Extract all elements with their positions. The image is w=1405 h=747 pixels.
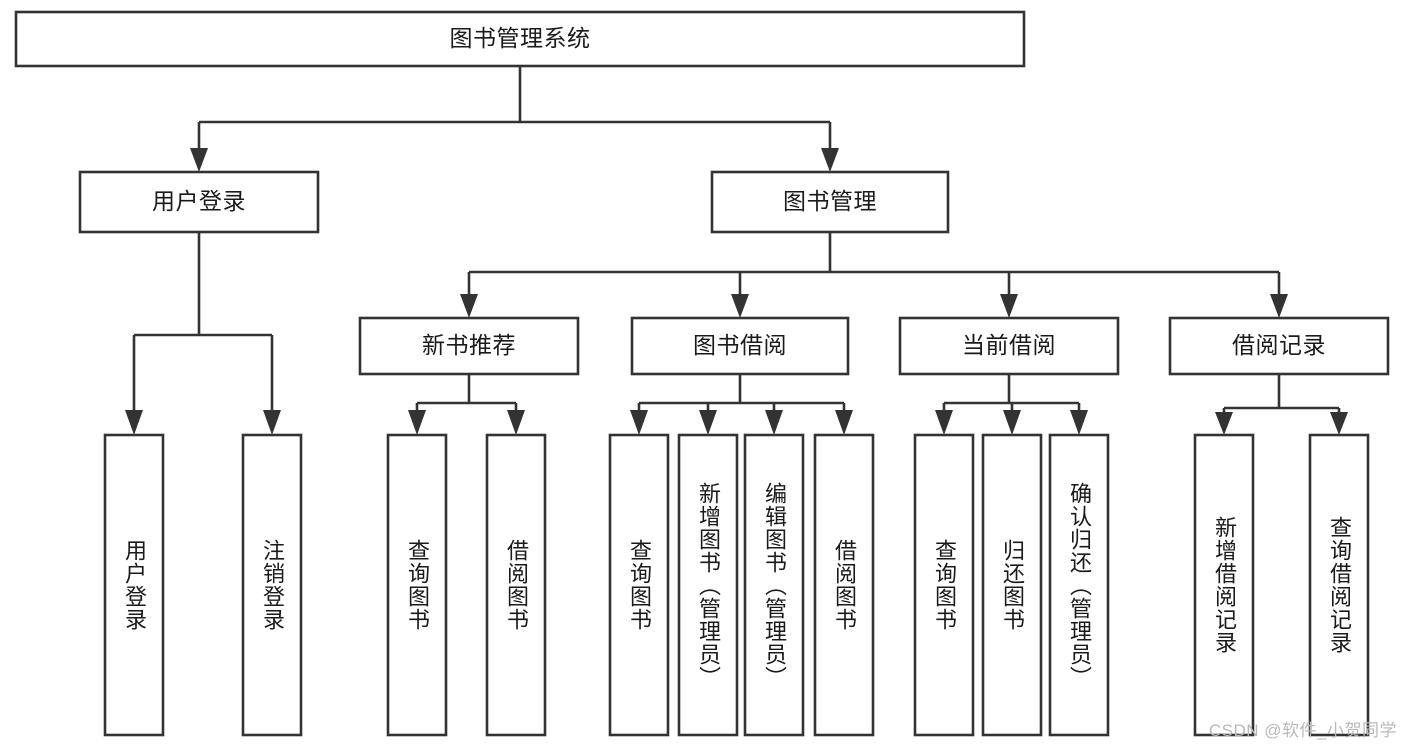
node-box-leaf-logout[interactable] bbox=[241, 433, 303, 737]
arrow-head-book-mgmt bbox=[821, 148, 839, 172]
node-box-leaf-query-book-3[interactable] bbox=[913, 433, 975, 737]
arrow-head-current-borrow bbox=[1000, 294, 1018, 318]
csdn-watermark: CSDN @软件_小贺同学 bbox=[1208, 721, 1397, 740]
node-box-leaf-edit-book[interactable] bbox=[743, 433, 805, 737]
arrow-head-book-borrow bbox=[731, 294, 749, 318]
arrow-head-user-login bbox=[190, 148, 208, 172]
connector-group-new-book-rec bbox=[408, 374, 525, 435]
arrow-head-leaf-borrow-book-2 bbox=[835, 410, 853, 435]
node-box-leaf-confirm-return[interactable] bbox=[1048, 433, 1110, 737]
node-box-leaf-add-record[interactable] bbox=[1193, 433, 1255, 737]
arrow-head-leaf-borrow-book-1 bbox=[507, 410, 525, 435]
arrow-head-leaf-query-book-3 bbox=[935, 410, 953, 435]
node-box-leaf-query-book-1[interactable] bbox=[386, 433, 448, 737]
node-box-book-mgmt[interactable] bbox=[710, 170, 950, 234]
node-box-borrow-record[interactable] bbox=[1168, 316, 1390, 376]
connector-group-borrow-record bbox=[1215, 374, 1348, 435]
connector-group-book-borrow bbox=[630, 374, 853, 435]
arrow-head-borrow-record bbox=[1270, 294, 1288, 318]
connector-group-user-login bbox=[125, 232, 281, 435]
arrow-head-leaf-query-book-1 bbox=[408, 410, 426, 435]
arrow-head-leaf-confirm-return bbox=[1070, 410, 1088, 435]
arrow-head-leaf-add-record bbox=[1215, 412, 1233, 435]
node-box-root[interactable] bbox=[14, 10, 1026, 68]
node-box-leaf-borrow-book-2[interactable] bbox=[813, 433, 875, 737]
arrow-head-leaf-query-book-2 bbox=[630, 410, 648, 435]
node-box-leaf-borrow-book-1[interactable] bbox=[485, 433, 547, 737]
node-box-leaf-user-login[interactable] bbox=[103, 433, 165, 737]
arrow-head-leaf-user-login bbox=[125, 410, 143, 435]
connector-group-root bbox=[190, 66, 839, 172]
node-box-user-login[interactable] bbox=[78, 170, 320, 234]
arrow-head-new-book-rec bbox=[460, 294, 478, 318]
arrow-head-leaf-query-record bbox=[1330, 412, 1348, 435]
node-box-leaf-return-book[interactable] bbox=[981, 433, 1043, 737]
node-box-leaf-query-book-2[interactable] bbox=[608, 433, 670, 737]
node-box-book-borrow[interactable] bbox=[630, 316, 850, 376]
node-box-leaf-add-book[interactable] bbox=[677, 433, 739, 737]
connector-group-book-mgmt bbox=[460, 232, 1288, 318]
arrow-head-leaf-return-book bbox=[1003, 410, 1021, 435]
node-box-leaf-query-record[interactable] bbox=[1308, 433, 1370, 737]
node-box-new-book-rec[interactable] bbox=[358, 316, 580, 376]
arrow-head-leaf-edit-book bbox=[765, 410, 783, 435]
arrow-head-leaf-logout bbox=[263, 410, 281, 435]
connector-group-current-borrow bbox=[935, 374, 1088, 435]
arrow-head-leaf-add-book bbox=[699, 410, 717, 435]
node-box-current-borrow[interactable] bbox=[898, 316, 1120, 376]
